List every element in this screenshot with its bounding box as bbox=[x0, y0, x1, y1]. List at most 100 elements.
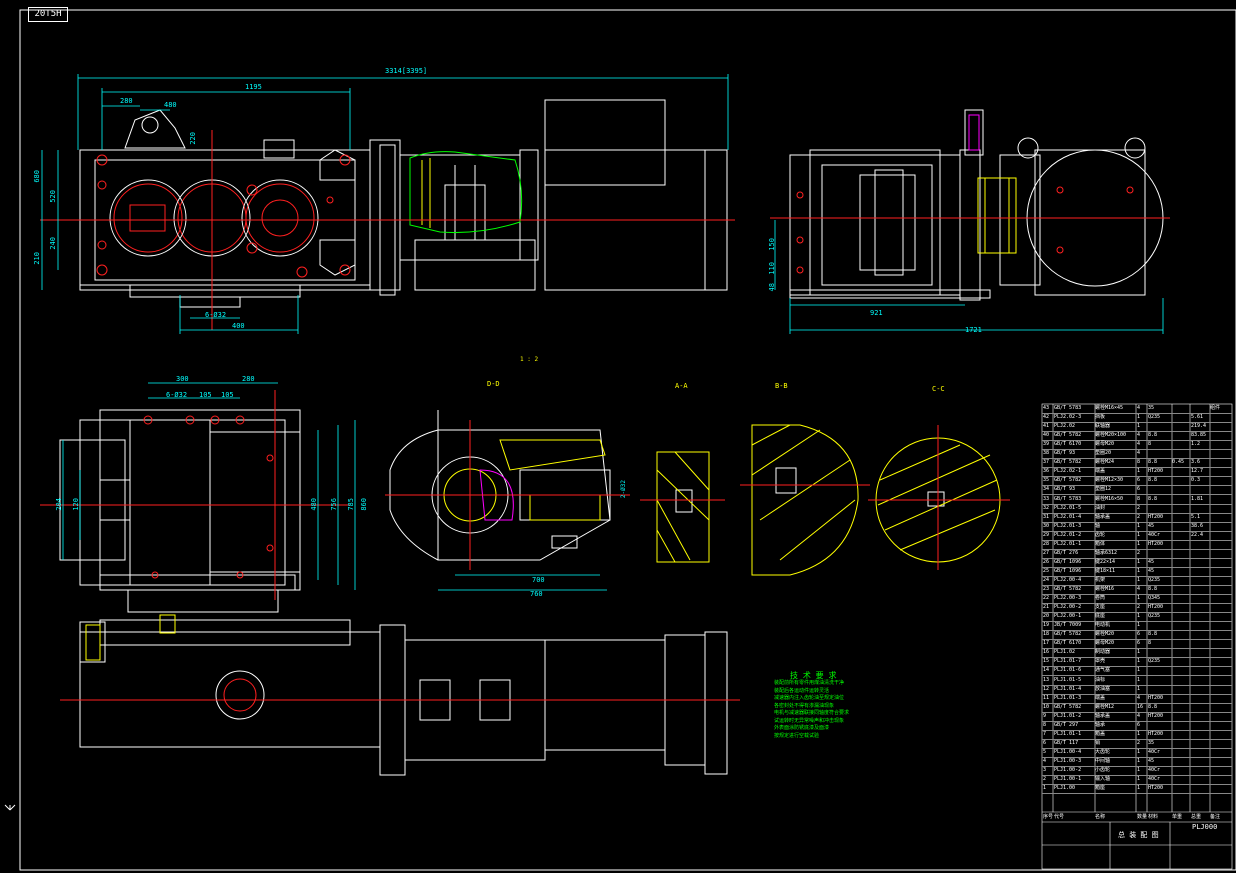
drawing-frame bbox=[19, 9, 1236, 871]
bom-cell bbox=[1191, 567, 1209, 576]
bom-cell: GB/T 5783 bbox=[1054, 495, 1082, 502]
bom-cell: 22.4 bbox=[1191, 531, 1204, 538]
bom-cell: HT200 bbox=[1148, 604, 1164, 611]
bom-cell: 垫圈12 bbox=[1095, 486, 1112, 493]
bom-cell bbox=[1210, 449, 1232, 458]
bom-cell bbox=[1210, 513, 1232, 522]
bom-cell: 螺母M20 bbox=[1095, 441, 1115, 448]
scale-note: 1 : 2 bbox=[520, 356, 539, 363]
bom-cell: 轴承盖 bbox=[1095, 712, 1111, 719]
bom-cell bbox=[1210, 703, 1232, 712]
bom-cell bbox=[1172, 585, 1190, 594]
bom-cell bbox=[1210, 639, 1232, 648]
bom-cell: 8 bbox=[1137, 459, 1141, 466]
bom-cell bbox=[1210, 685, 1232, 694]
bom-cell bbox=[1191, 639, 1209, 648]
bom-cell bbox=[1210, 784, 1232, 793]
dim-280: 280 bbox=[120, 97, 133, 105]
bom-cell: 1 bbox=[1137, 414, 1141, 421]
bom-cell: 6 bbox=[1137, 721, 1141, 728]
title-block-code: PLJ000 bbox=[1192, 823, 1218, 831]
bom-cell bbox=[1172, 685, 1190, 694]
bom-cell: HT200 bbox=[1148, 540, 1164, 547]
bom-cell: 1 bbox=[1137, 667, 1141, 674]
bom-cell: PLJ2.00-3 bbox=[1054, 595, 1082, 602]
bom-cell bbox=[1191, 449, 1209, 458]
bom-cell: 放油塞 bbox=[1095, 685, 1111, 692]
bom-cell bbox=[1210, 485, 1232, 494]
bom-cell bbox=[1172, 612, 1190, 621]
bom-cell: 1 bbox=[1137, 676, 1141, 683]
bom-cell: GB/T 5782 bbox=[1054, 459, 1082, 466]
plan-dim-105b: 105 bbox=[221, 391, 234, 399]
bom-cell bbox=[1210, 739, 1232, 748]
bom-cell: HT200 bbox=[1148, 785, 1164, 792]
bom-cell: 4 bbox=[1137, 441, 1141, 448]
plan-dim-204: 204 bbox=[55, 498, 63, 511]
bom-cell: PLJ2.01-3 bbox=[1054, 522, 1082, 529]
sec-dim-760: 760 bbox=[530, 590, 543, 598]
bom-cell bbox=[1148, 621, 1170, 630]
bom-cell bbox=[1148, 685, 1170, 694]
note-line: 试运转时无异常噪声和冲击现象 bbox=[774, 717, 845, 724]
bom-cell: PLJ1.00-3 bbox=[1054, 757, 1082, 764]
bom-cell bbox=[1210, 648, 1232, 657]
bom-cell: 8.8 bbox=[1148, 631, 1158, 638]
bom-cell: 8.8 bbox=[1148, 477, 1158, 484]
bom-cell: 34 bbox=[1043, 486, 1050, 493]
bom-cell bbox=[1148, 485, 1170, 494]
bom-cell bbox=[1210, 748, 1232, 757]
bom-cell bbox=[1172, 467, 1190, 476]
note-line: 按规定进行空载试验 bbox=[774, 732, 820, 739]
bom-cell: 45 bbox=[1148, 757, 1155, 764]
bom-cell: 5.61 bbox=[1191, 414, 1204, 421]
bom-cell: 6 bbox=[1137, 486, 1141, 493]
bom-cell bbox=[1191, 504, 1209, 513]
bom-cell: 219.4 bbox=[1191, 423, 1207, 430]
bom-cell: 13 bbox=[1043, 676, 1050, 683]
bom-cell bbox=[1210, 757, 1232, 766]
section-cc bbox=[868, 425, 1010, 570]
bom-cell: GB/T 5782 bbox=[1054, 477, 1082, 484]
bom-cell: 螺母M20 bbox=[1095, 640, 1115, 647]
bom-cell bbox=[1172, 784, 1190, 793]
bom-cell bbox=[1172, 413, 1190, 422]
bom-cell bbox=[1172, 495, 1190, 504]
bom-cell: 输入轴 bbox=[1095, 776, 1111, 783]
bom-cell: 2 bbox=[1137, 549, 1141, 556]
bom-cell bbox=[1210, 458, 1232, 467]
bom-cell: 28 bbox=[1043, 540, 1050, 547]
bom-cell bbox=[1210, 612, 1232, 621]
note-line: 电机与减速器联接同轴度符合要求 bbox=[774, 710, 850, 716]
bom-cell: 机架 bbox=[1095, 576, 1106, 583]
note-line: 外表面涂防锈底漆及面漆 bbox=[774, 725, 830, 731]
bom-cell: 1 bbox=[1137, 540, 1141, 547]
bom-cell: 1 bbox=[1043, 785, 1047, 792]
bom-cell bbox=[1172, 540, 1190, 549]
bom-cell: 1 bbox=[1137, 558, 1141, 565]
bom-cell: 小齿轮 bbox=[1095, 767, 1111, 773]
bom-cell: 8.8 bbox=[1148, 495, 1158, 502]
bom-cell: 45 bbox=[1148, 522, 1155, 529]
bom-cell bbox=[1210, 730, 1232, 739]
bom-cell: 1 bbox=[1137, 423, 1141, 430]
bom-cell: 轴承 bbox=[1095, 721, 1106, 728]
bom-cell: 8 bbox=[1043, 721, 1047, 728]
bom-cell: 8.8 bbox=[1148, 432, 1158, 439]
bom-cell: 31 bbox=[1043, 513, 1050, 520]
bom-cell bbox=[1172, 703, 1190, 712]
bom-cell bbox=[1172, 766, 1190, 775]
bom-cell: GB/T 276 bbox=[1054, 549, 1079, 556]
bom-cell: 1 bbox=[1137, 757, 1141, 764]
